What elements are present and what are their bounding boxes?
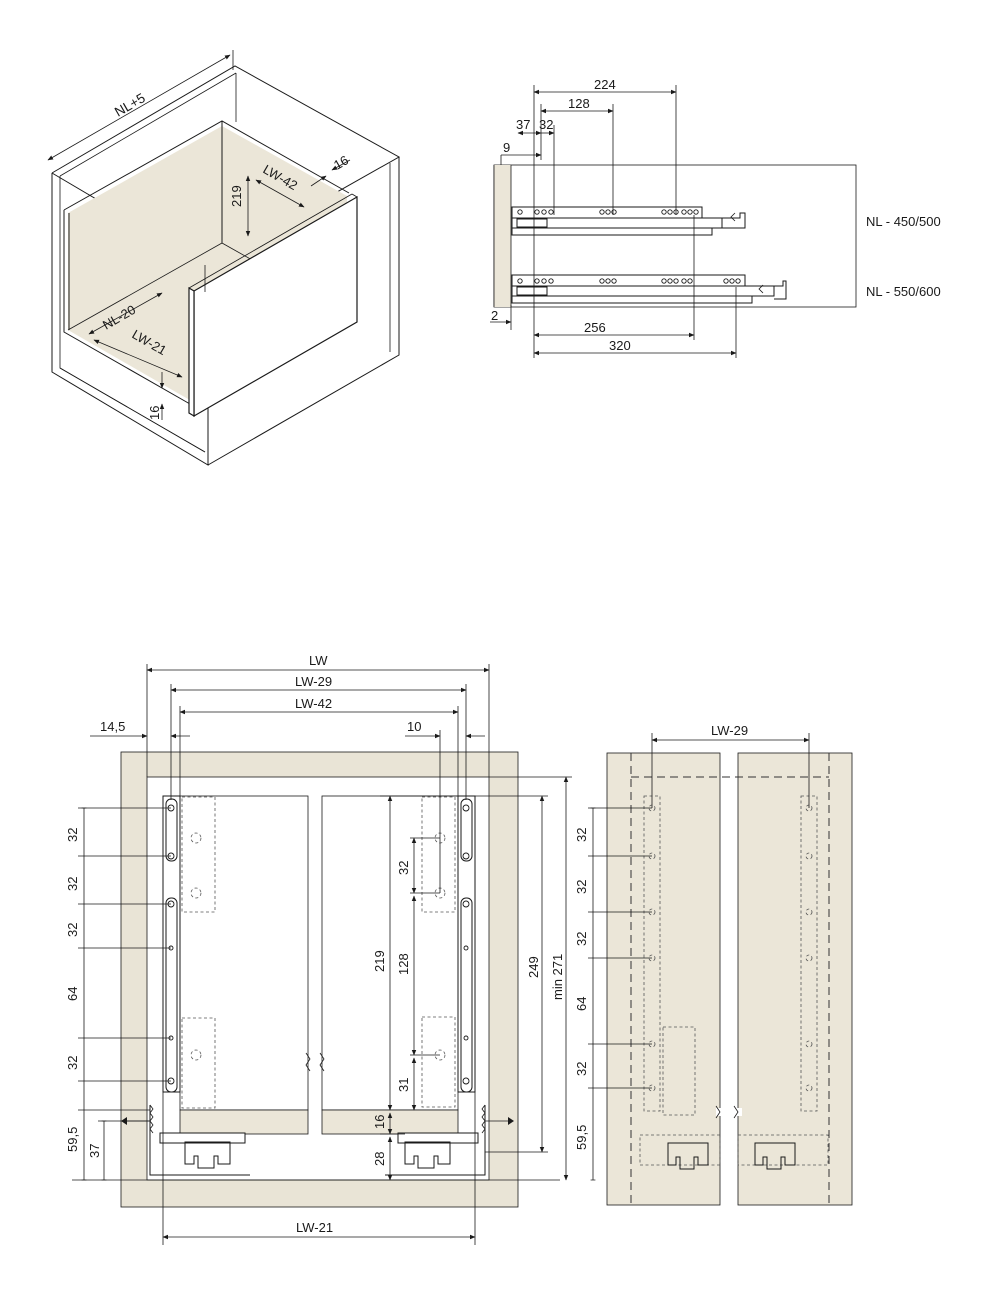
side-dim-32: 32	[539, 117, 553, 132]
right-dim-lw-29: LW-29	[711, 723, 748, 738]
rail-550-600	[511, 274, 787, 304]
front-dim-lw-21: LW-21	[296, 1220, 333, 1235]
front-left-37: 37	[87, 1144, 102, 1158]
iso-offset-label: 16	[331, 152, 351, 172]
side-panel	[494, 165, 511, 307]
side-dim-320: 320	[609, 338, 631, 353]
left-drawer-side	[179, 795, 309, 1111]
right-32-d: 32	[574, 1062, 589, 1076]
front-dim-lw-29: LW-29	[295, 674, 332, 689]
isometric-view: NL+5 219 LW-42 16 NL-20 LW-21 16	[47, 50, 401, 466]
rail-label-550-600: NL - 550/600	[866, 284, 941, 299]
right-32-c: 32	[574, 932, 589, 946]
right-64: 64	[574, 997, 589, 1011]
front-dim-lw: LW	[309, 653, 328, 668]
drawer-front	[188, 193, 358, 418]
front-center-32: 32	[396, 861, 411, 875]
front-left-32-b: 32	[65, 877, 80, 891]
front-right-min-271: min 271	[550, 954, 565, 1000]
front-left-32-a: 32	[65, 828, 80, 842]
right-32-a: 32	[574, 828, 589, 842]
iso-height-label: 219	[229, 185, 244, 207]
bottom-runners	[121, 1104, 514, 1176]
side-dim-9: 9	[503, 140, 510, 155]
rail-holes	[517, 209, 741, 284]
front-center-28: 28	[372, 1152, 387, 1166]
side-dim-2: 2	[491, 308, 498, 323]
front-dim-lw-42: LW-42	[295, 696, 332, 711]
right-32-b: 32	[574, 880, 589, 894]
front-view: LW LW-29 LW-42 14,5 10 32 32 32 64 32 59…	[65, 653, 572, 1245]
side-dim-37: 37	[516, 117, 530, 132]
right-59-5: 59,5	[574, 1125, 589, 1150]
front-left-32-d: 32	[65, 1056, 80, 1070]
side-dim-256: 256	[584, 320, 606, 335]
side-dim-128: 128	[568, 96, 590, 111]
front-dim-14-5: 14,5	[100, 719, 125, 734]
front-left-64: 64	[65, 987, 80, 1001]
right-view: LW-29 32 32 32 64 32 59,5	[574, 723, 853, 1206]
iso-bottom-label: 16	[147, 406, 162, 420]
side-view: 224 128 37 32 9 2 256 320 NL - 450/500 N…	[490, 77, 941, 358]
front-right-249: 249	[526, 956, 541, 978]
front-left-59-5: 59,5	[65, 1127, 80, 1152]
front-left-32-c: 32	[65, 923, 80, 937]
front-center-128: 128	[396, 953, 411, 975]
rail-450-500	[511, 206, 746, 236]
iso-width-label: NL+5	[112, 90, 148, 119]
front-dim-10: 10	[407, 719, 421, 734]
side-dim-224: 224	[594, 77, 616, 92]
front-center-31: 31	[396, 1078, 411, 1092]
front-center-16: 16	[372, 1115, 387, 1129]
front-center-219: 219	[372, 950, 387, 972]
rail-label-450-500: NL - 450/500	[866, 214, 941, 229]
